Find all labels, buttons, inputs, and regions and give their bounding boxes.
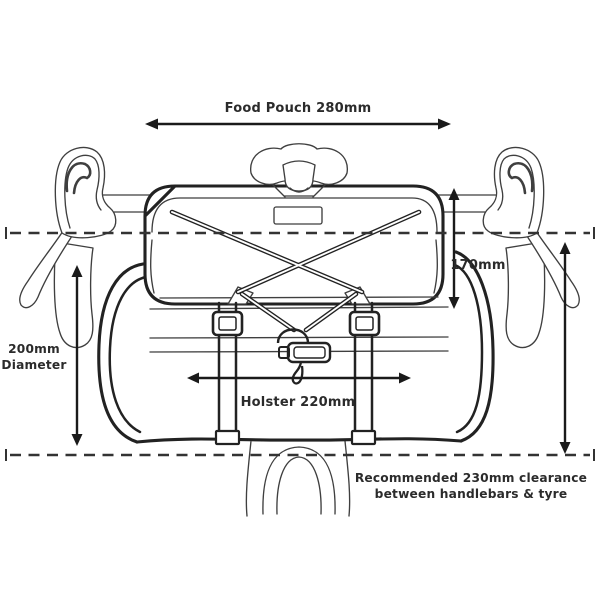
clearance-label-line2: between handlebars & tyre [375,487,568,501]
left-buckle [211,310,244,337]
handlebar-reference-line [5,227,595,239]
arrow-pouch-height [448,188,460,309]
clearance-label-line1: Recommended 230mm clearance [355,471,587,485]
saddle-nose [282,160,316,192]
food-pouch-drawing [143,184,445,306]
straps-and-buckles-drawing [211,301,381,446]
holster-left-end [97,262,145,444]
fork-leg-left [245,440,252,517]
holster-diameter-label-line2: Diameter [1,358,66,372]
saddle-drawing [250,143,348,198]
holster-width-label: Holster 220mm [241,395,356,410]
arrow-holster-diameter [71,265,83,446]
rim-outline [276,456,322,515]
fork-leg-right [344,440,351,517]
arrow-food-pouch-width [145,118,451,130]
bungee-hook [276,328,332,385]
handlebar-and-controls-drawing [19,146,581,349]
left-brake-lever [19,227,77,309]
holster-right-end [454,250,495,443]
bungee-cord-drawing [169,209,422,333]
left-brake-hood-drawing [19,146,163,349]
tyre-reference-line [5,449,595,461]
food-pouch-body [143,184,445,306]
left-bar-drop [53,241,94,349]
pouch-label-patch [273,206,323,225]
arrow-holster-width [187,372,411,384]
pouch-height-label: 170mm [450,258,505,273]
tyre-outline [262,446,336,515]
front-wheel-and-fork-drawing [245,440,351,517]
holster-bottom-edge [135,437,463,444]
arrow-clearance [559,242,571,454]
right-buckle [348,310,381,337]
food-pouch-width-label: Food Pouch 280mm [225,101,372,116]
holster-diameter-label-line1: 200mm [8,342,60,356]
